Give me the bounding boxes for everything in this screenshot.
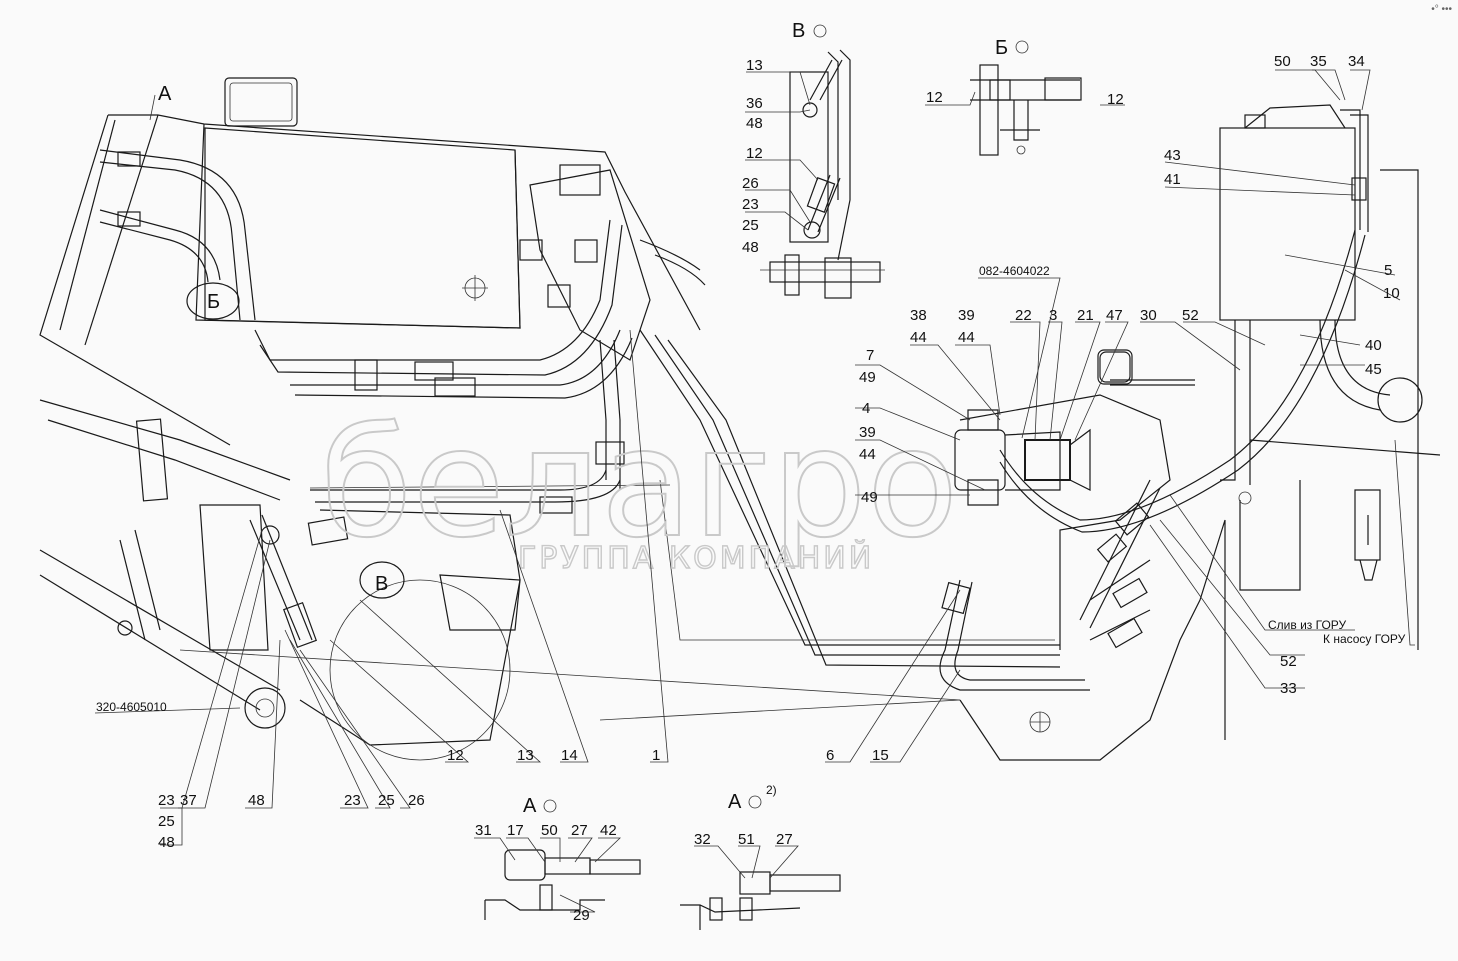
callout: 23 [158,792,175,809]
callout: 51 [738,831,755,848]
callout: 36 [746,95,763,112]
callout: 14 [561,747,578,764]
callout: 25 [742,217,759,234]
callout: 37 [180,792,197,809]
note-drain: Слив из ГОРУ [1268,618,1347,632]
callout: 40 [1365,337,1382,354]
view-labels: А Б В В Б А А 2) [158,20,1029,817]
watermark-brand: белагро [320,397,958,571]
callout: 52 [1182,307,1199,324]
leader-lines [94,69,1415,913]
callout: 15 [872,747,889,764]
callout: 48 [248,792,265,809]
callout: 7 [866,347,874,364]
callout: 25 [158,813,175,830]
callout: 48 [158,834,175,851]
view-a-note: 2) [766,783,777,797]
callout: 26 [742,175,759,192]
callout: 23 [344,792,361,809]
callout: 49 [859,369,876,386]
callout: 44 [910,329,927,346]
watermark: белагро ГРУППА КОМПАНИЙ [319,396,959,577]
callout: 13 [746,57,763,74]
detail-view-a2 [680,871,841,930]
callout: 34 [1348,53,1365,70]
callout: 23 [742,196,759,213]
callout: 21 [1077,307,1094,324]
callout: 35 [1310,53,1327,70]
view-v-title: В [792,20,805,42]
callout: 3 [1049,307,1057,324]
view-a-title-1: А [523,795,537,817]
callout: 26 [408,792,425,809]
view-a-marker: А [158,83,172,105]
callout: 12 [746,145,763,162]
callout: 29 [573,907,590,924]
view-b-marker: Б [207,291,220,313]
detail-view-b [970,64,1082,156]
view-v-marker: В [375,573,388,595]
callout: 12 [1107,91,1124,108]
main-assembly [39,77,1441,761]
callout: 25 [378,792,395,809]
callout: 50 [1274,53,1291,70]
callout: 38 [910,307,927,324]
detail-view-a1 [484,849,641,920]
callout: 50 [541,822,558,839]
callout: 6 [826,747,834,764]
callout: 27 [571,822,588,839]
callout: 12 [926,89,943,106]
callout: 48 [742,239,759,256]
callout: 41 [1164,171,1181,188]
callout: 33 [1280,680,1297,697]
callout: 17 [507,822,524,839]
callout: 43 [1164,147,1181,164]
callout: 4 [862,400,870,417]
callout: 42 [600,822,617,839]
callout: 5 [1384,262,1392,279]
view-a-title-2: А [728,791,742,813]
detail-view-v [760,49,885,299]
callout: 30 [1140,307,1157,324]
callout: 49 [861,489,878,506]
callout: 44 [958,329,975,346]
callout: 45 [1365,361,1382,378]
corner-mark: •° ••• [1431,4,1452,15]
part-code-320: 320-4605010 [96,700,167,714]
callout: 39 [958,307,975,324]
callout: 52 [1280,653,1297,670]
callout: 39 [859,424,876,441]
callout: 10 [1383,285,1400,302]
callout: 1 [652,747,660,764]
part-code-082: 082-4604022 [979,264,1050,278]
callout: 31 [475,822,492,839]
callout: 47 [1106,307,1123,324]
callout: 12 [447,747,464,764]
callout: 48 [746,115,763,132]
callout: 32 [694,831,711,848]
watermark-subtitle: ГРУППА КОМПАНИЙ [518,540,874,576]
callout-numbers: 13 36 48 12 26 23 25 48 12 12 50 35 34 4… [158,53,1400,924]
note-to-pump: К насосу ГОРУ [1323,632,1406,646]
callout: 13 [517,747,534,764]
view-b-title: Б [995,37,1008,59]
callout: 22 [1015,307,1032,324]
part-codes: 082-4604022 320-4605010 Слив из ГОРУ К н… [96,264,1406,714]
callout: 44 [859,446,876,463]
callout: 27 [776,831,793,848]
